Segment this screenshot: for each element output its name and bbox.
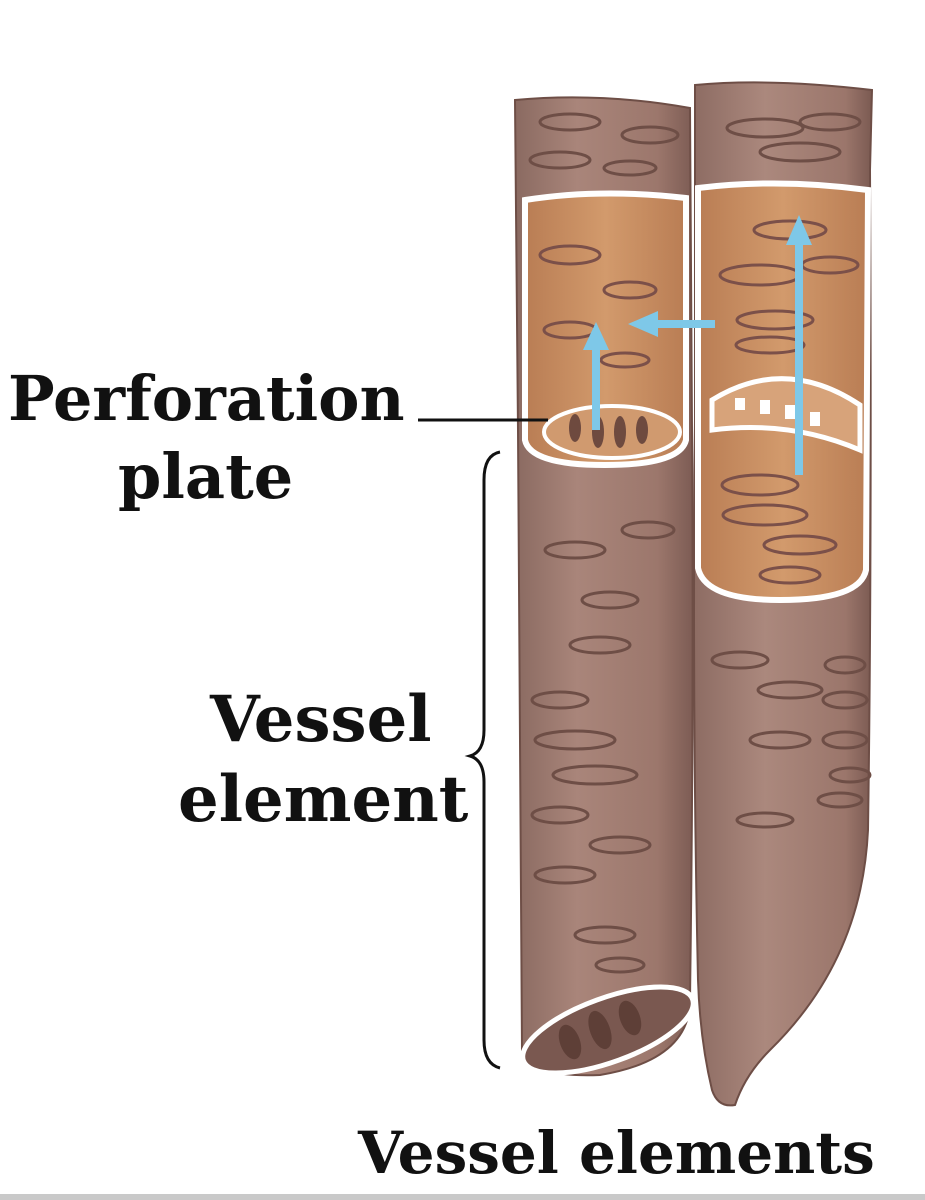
arrow-up-icon [583, 322, 609, 430]
left-lower-pits [530, 520, 676, 974]
left-vessel-element [513, 96, 696, 1077]
left-plate-perforations [569, 414, 648, 448]
left-perforation-plate [542, 404, 682, 460]
arrow-up-icon [786, 215, 812, 475]
diagram-caption: Vessel elements [358, 1119, 875, 1187]
right-upper-pits [725, 112, 862, 163]
right-lower-pits [710, 650, 872, 829]
vessel-element-brace [464, 450, 501, 1070]
perforation-plate-label-line2: plate [118, 440, 294, 513]
left-upper-pits [528, 112, 680, 177]
arrow-left-icon [628, 311, 715, 337]
vessel-element-label: Vessel [210, 682, 432, 757]
water-flow-arrows [583, 215, 812, 475]
right-inner-pits [718, 219, 860, 585]
right-vessel-element [693, 81, 874, 1107]
perforation-plate-label: Perforation [8, 362, 405, 435]
left-inner-pits [538, 244, 658, 369]
bottom-divider [0, 1194, 925, 1200]
left-cutaway-window [522, 190, 689, 469]
vessel-element-label-line2: element [178, 762, 469, 837]
left-open-end-bars [558, 1000, 642, 1060]
right-plate-perforations [735, 398, 820, 426]
